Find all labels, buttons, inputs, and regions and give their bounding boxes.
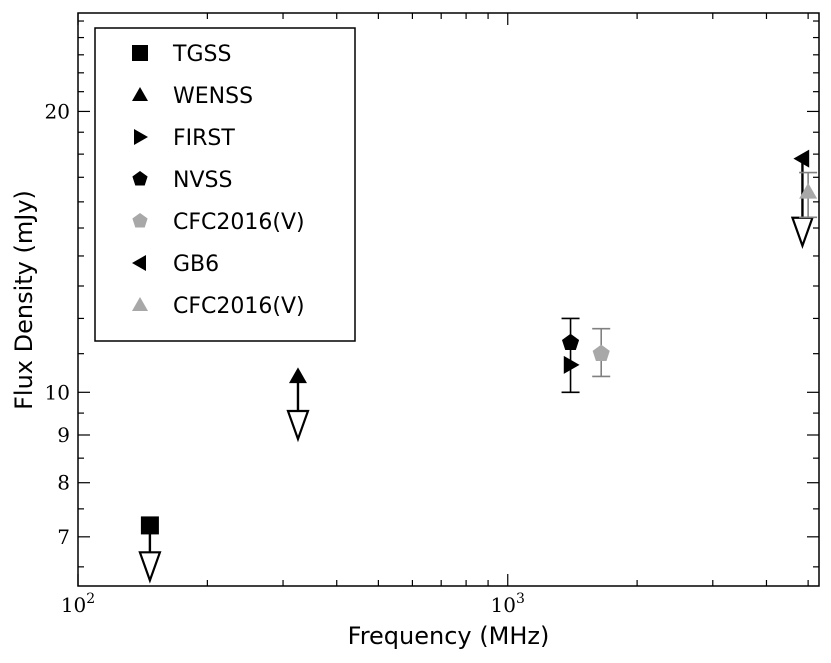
y-tick-label: 10 — [45, 380, 70, 404]
series-nvss — [561, 317, 580, 394]
legend-entry: CFC2016(V) — [132, 294, 305, 319]
legend-label: CFC2016(V) — [173, 210, 305, 235]
data-points — [138, 149, 818, 584]
legend-entry: FIRST — [134, 126, 235, 151]
legend-marker — [132, 45, 148, 61]
legend-label: CFC2016(V) — [173, 294, 305, 319]
upper-limit-arrow — [138, 551, 162, 584]
legend-entry: TGSS — [132, 42, 231, 67]
series-tgss — [138, 516, 162, 584]
series-gb6 — [790, 149, 815, 250]
upper-limit-arrow — [286, 409, 310, 443]
series-first — [563, 355, 580, 374]
legend-label: TGSS — [172, 42, 231, 67]
data-point — [799, 182, 818, 199]
x-tick-label-base: 10 — [491, 593, 516, 617]
plot-frame — [77, 12, 820, 587]
legend-label: FIRST — [173, 126, 235, 151]
legend-label: NVSS — [173, 168, 232, 193]
x-axis-label: Frequency (MHz) — [348, 622, 550, 650]
axis-ticks — [77, 13, 819, 586]
x-tick-label-exponent: 3 — [516, 591, 525, 607]
y-tick-label: 20 — [45, 99, 70, 123]
legend-label: GB6 — [173, 252, 219, 277]
legend-entry: CFC2016(V) — [132, 210, 305, 235]
legend-marker — [132, 171, 148, 186]
x-tick-label: 103 — [491, 591, 525, 617]
y-tick-label: 7 — [57, 525, 70, 549]
legend-marker — [134, 129, 148, 145]
data-point — [793, 149, 810, 168]
series-wenss — [286, 367, 310, 443]
legend-label: WENSS — [173, 84, 253, 109]
series-cfc2016-v- — [592, 327, 611, 378]
x-tick-label: 102 — [61, 591, 95, 617]
legend-marker — [132, 213, 148, 228]
legend-entry: WENSS — [132, 84, 253, 109]
x-tick-label-base: 10 — [61, 593, 86, 617]
legend-marker — [132, 87, 148, 101]
y-tick-label: 9 — [57, 423, 70, 447]
data-point — [563, 355, 580, 374]
x-tick-label-exponent: 2 — [86, 591, 95, 607]
y-axis-label: Flux Density (mJy) — [10, 190, 38, 410]
legend-entry: NVSS — [132, 168, 232, 193]
legend: TGSSWENSSFIRSTNVSSCFC2016(V)GB6CFC2016(V… — [94, 27, 356, 342]
plot-area — [77, 12, 820, 587]
legend-marker — [132, 297, 148, 311]
legend-entry: GB6 — [132, 252, 219, 277]
series-cfc2016-v- — [799, 171, 818, 219]
legend-marker — [132, 255, 146, 271]
data-point — [561, 333, 580, 351]
data-point — [140, 516, 159, 535]
y-axis-tick-labels: 7 8 9 10 20 — [45, 99, 70, 548]
legend-entries: TGSSWENSSFIRSTNVSSCFC2016(V)GB6CFC2016(V… — [132, 42, 305, 319]
data-point — [592, 344, 610, 361]
data-point — [288, 367, 307, 384]
upper-limit-arrow — [790, 216, 815, 250]
y-tick-label: 8 — [57, 471, 70, 495]
